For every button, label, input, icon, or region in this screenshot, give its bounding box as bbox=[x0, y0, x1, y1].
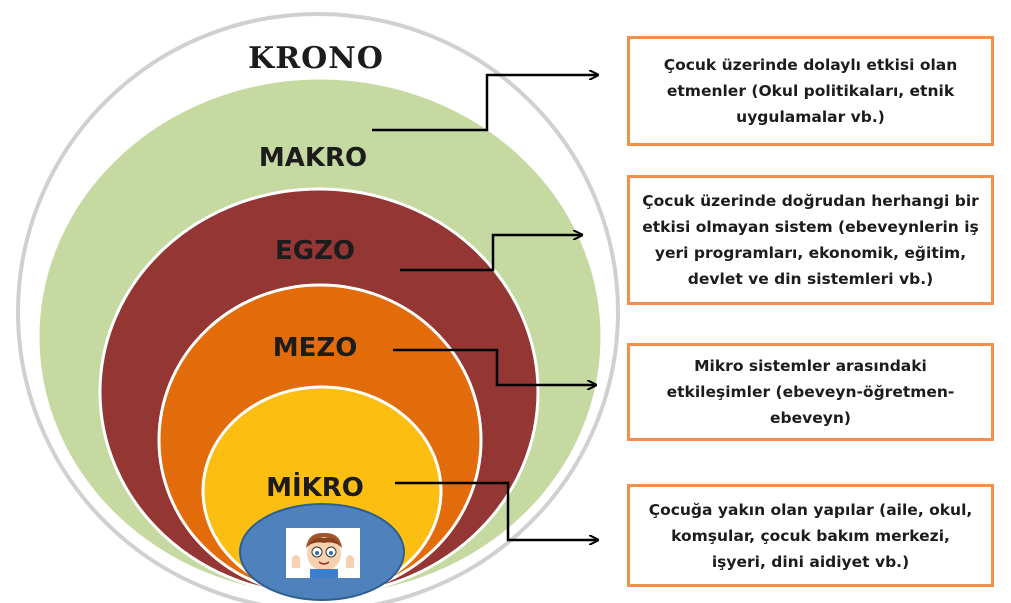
mezo-desc-line: ebeveyn) bbox=[770, 409, 851, 427]
egzo-desc-line: yeri programları, ekonomik, eğitim, bbox=[654, 244, 967, 262]
mezo-arrow bbox=[393, 348, 595, 385]
makro-desc-line: etmenler (Okul politikaları, etnik bbox=[666, 82, 955, 100]
mezo-desc-line: etkileşimler (ebeveyn-öğretmen- bbox=[666, 383, 955, 401]
mezo-desc-line: Mikro sistemler arasındaki bbox=[694, 357, 927, 375]
makro-label: MAKRO bbox=[259, 143, 367, 173]
makro-desc-line: uygulamalar vb.) bbox=[736, 108, 885, 126]
mezo-description-box: Mikro sistemler arasındaki etkileşimler … bbox=[627, 343, 994, 441]
child-image bbox=[286, 528, 360, 578]
mezo-label: MEZO bbox=[273, 333, 358, 363]
mikro-label: MİKRO bbox=[266, 471, 364, 503]
mikro-desc-line: komşular, çocuk bakım merkezi, bbox=[671, 526, 950, 545]
egzo-description-box: Çocuk üzerinde doğrudan herhangi bir etk… bbox=[627, 175, 994, 305]
makro-arrow bbox=[372, 75, 597, 132]
mikro-description-box: Çocuğa yakın olan yapılar (aile, okul, k… bbox=[627, 484, 994, 587]
egzo-desc-line: Çocuk üzerinde doğrudan herhangi bir bbox=[642, 192, 979, 210]
egzo-desc-line: devlet ve din sistemleri vb.) bbox=[687, 270, 934, 288]
egzo-label: EGZO bbox=[275, 236, 355, 266]
mikro-desc-line: işyeri, dini aidiyet vb.) bbox=[711, 552, 910, 571]
egzo-arrow bbox=[400, 235, 581, 272]
makro-desc-line: Çocuk üzerinde dolaylı etkisi olan bbox=[663, 56, 958, 74]
krono-label: KRONO bbox=[248, 41, 384, 76]
egzo-desc-line: etkisi olmayan sistem (ebeveynlerin iş bbox=[642, 218, 979, 236]
mikro-arrow bbox=[395, 481, 597, 540]
makro-description-box: Çocuk üzerinde dolaylı etkisi olan etmen… bbox=[627, 36, 994, 146]
mikro-desc-line: Çocuğa yakın olan yapılar (aile, okul, bbox=[648, 500, 973, 519]
